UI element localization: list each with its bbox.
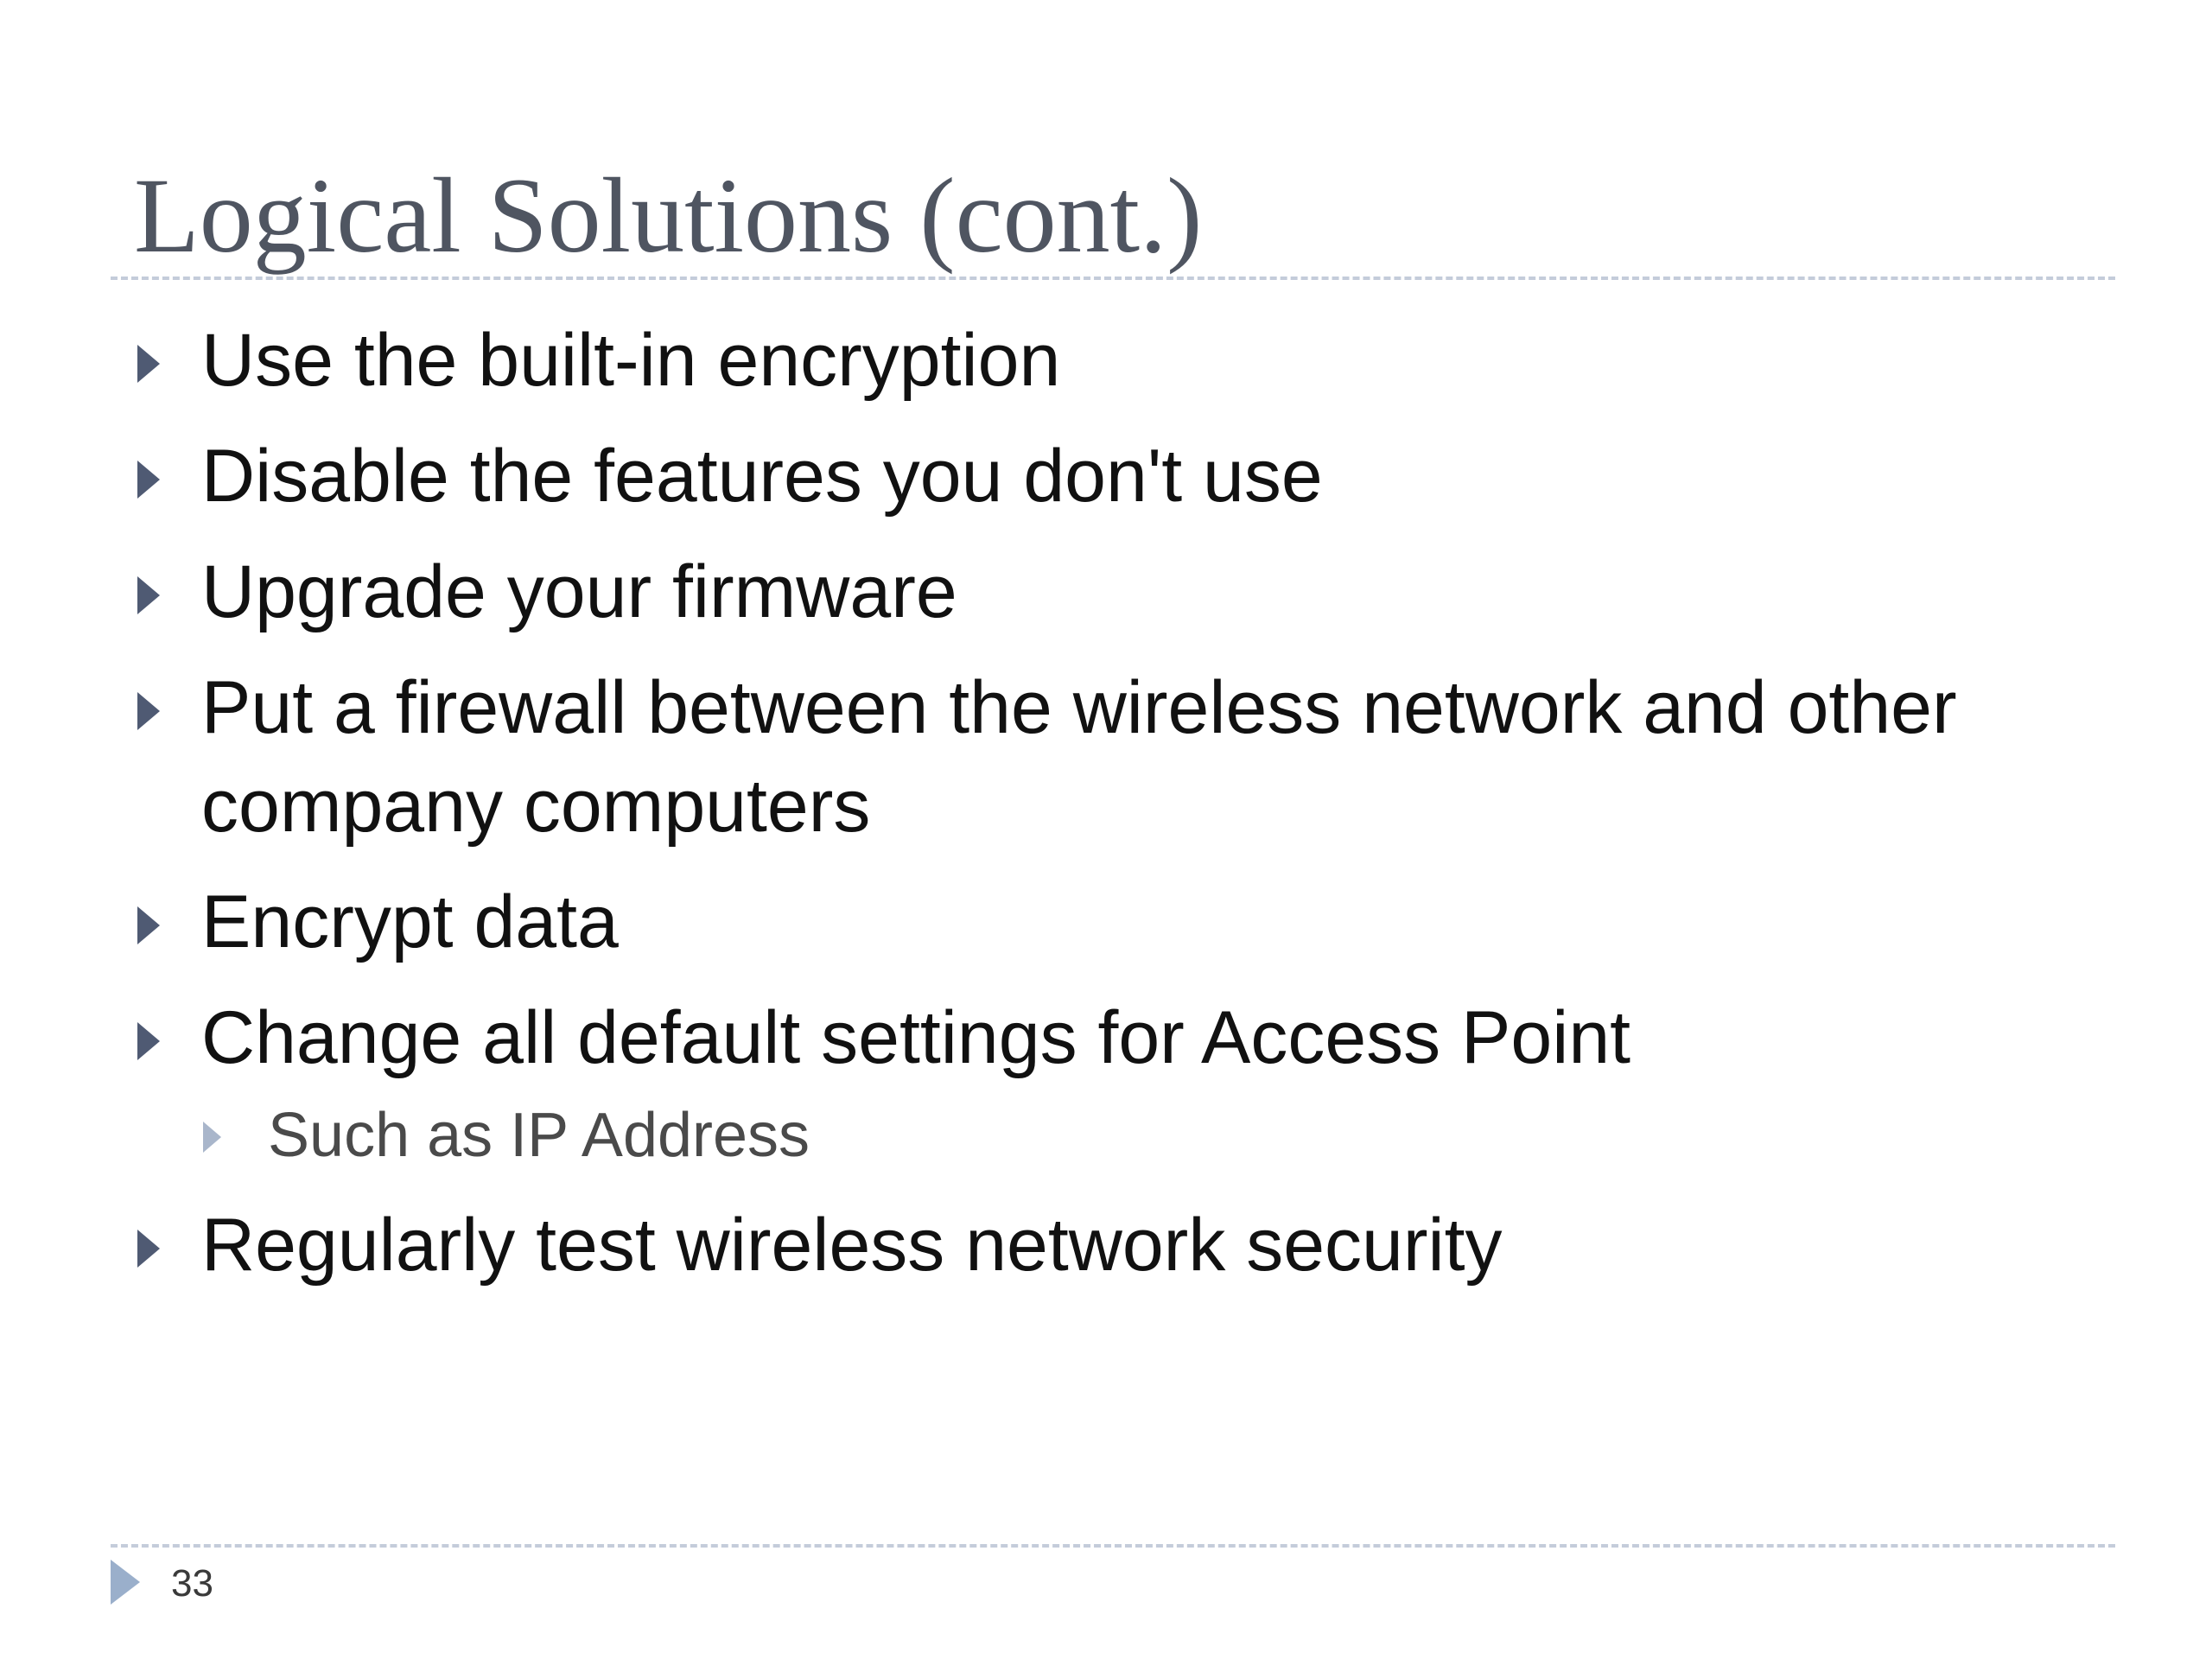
triangle-right-icon bbox=[137, 461, 160, 499]
page-number: 33 bbox=[171, 1562, 213, 1605]
bullet-item: Disable the features you don't use bbox=[134, 427, 2121, 525]
bullet-text: Put a firewall between the wireless netw… bbox=[201, 666, 1957, 848]
triangle-right-icon bbox=[137, 576, 160, 614]
slide-title: Logical Solutions (cont.) bbox=[134, 156, 1203, 275]
bullet-item: Regularly test wireless network security bbox=[134, 1196, 2121, 1294]
title-divider bbox=[111, 276, 2115, 280]
triangle-right-icon bbox=[137, 1022, 160, 1060]
triangle-right-icon bbox=[137, 692, 160, 730]
bullet-text: Upgrade your firmware bbox=[201, 550, 957, 633]
triangle-right-icon bbox=[111, 1560, 140, 1605]
bullet-item: Upgrade your firmware bbox=[134, 543, 2121, 641]
sub-bullet-text: Such as IP Address bbox=[268, 1101, 810, 1170]
bullet-text: Change all default settings for Access P… bbox=[201, 996, 1631, 1079]
triangle-right-icon bbox=[137, 1230, 160, 1268]
bullet-item: Change all default settings for Access P… bbox=[134, 988, 2121, 1087]
sub-bullet-item: Such as IP Address bbox=[134, 1094, 2121, 1177]
bullet-text: Disable the features you don't use bbox=[201, 435, 1323, 518]
bullet-item: Encrypt data bbox=[134, 873, 2121, 971]
bullet-text: Regularly test wireless network security bbox=[201, 1204, 1503, 1287]
bullet-text: Use the built-in encryption bbox=[201, 319, 1061, 402]
triangle-right-icon bbox=[203, 1122, 221, 1153]
triangle-right-icon bbox=[137, 345, 160, 383]
bullet-text: Encrypt data bbox=[201, 880, 619, 963]
bullet-list: Use the built-in encryption Disable the … bbox=[134, 311, 2121, 1312]
triangle-right-icon bbox=[137, 906, 160, 944]
bullet-item: Put a firewall between the wireless netw… bbox=[134, 658, 2121, 855]
bullet-item: Use the built-in encryption bbox=[134, 311, 2121, 410]
footer-divider bbox=[111, 1544, 2115, 1548]
